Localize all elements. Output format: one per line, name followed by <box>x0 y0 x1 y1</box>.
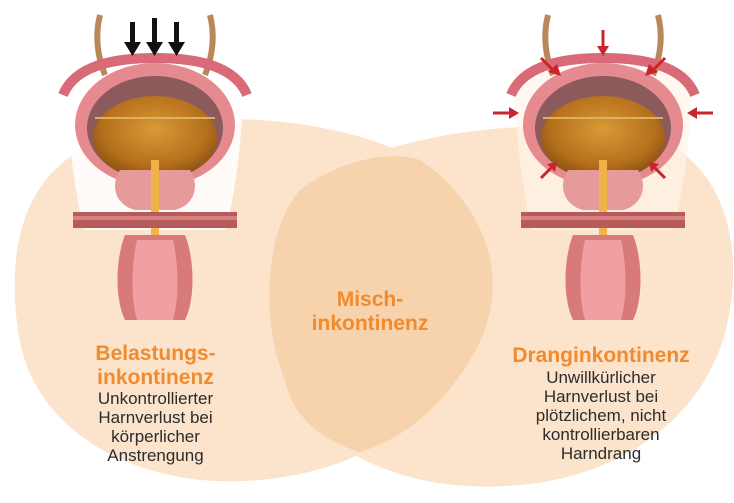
stress-desc-line: Harnverlust bei <box>48 408 263 427</box>
stress-incontinence-title-1: Belastungs- <box>48 342 263 366</box>
urge-desc-line: Harnverlust bei <box>482 387 720 406</box>
stress-desc-line: Unkontrollierter <box>48 389 263 408</box>
urge-desc-line: Harndrang <box>482 444 720 463</box>
urge-desc-line: Unwillkürlicher <box>482 368 720 387</box>
stress-desc-line: körperlicher <box>48 427 263 446</box>
urge-desc-line: plötzlichem, nicht <box>482 406 720 425</box>
urge-incontinence-label: Dranginkontinenz Unwillkürlicher Harnver… <box>482 344 720 463</box>
pressure-arrows-black <box>124 18 185 56</box>
mixed-incontinence-title-2: inkontinenz <box>290 312 450 336</box>
stress-incontinence-title-2: inkontinenz <box>48 366 263 390</box>
stress-incontinence-label: Belastungs- inkontinenz Unkontrollierter… <box>48 342 263 465</box>
mixed-incontinence-label: Misch- inkontinenz <box>290 288 450 335</box>
urge-desc-line: kontrollierbaren <box>482 425 720 444</box>
urge-incontinence-title: Dranginkontinenz <box>482 344 720 368</box>
mixed-incontinence-title-1: Misch- <box>290 288 450 312</box>
stress-desc-line: Anstrengung <box>48 446 263 465</box>
